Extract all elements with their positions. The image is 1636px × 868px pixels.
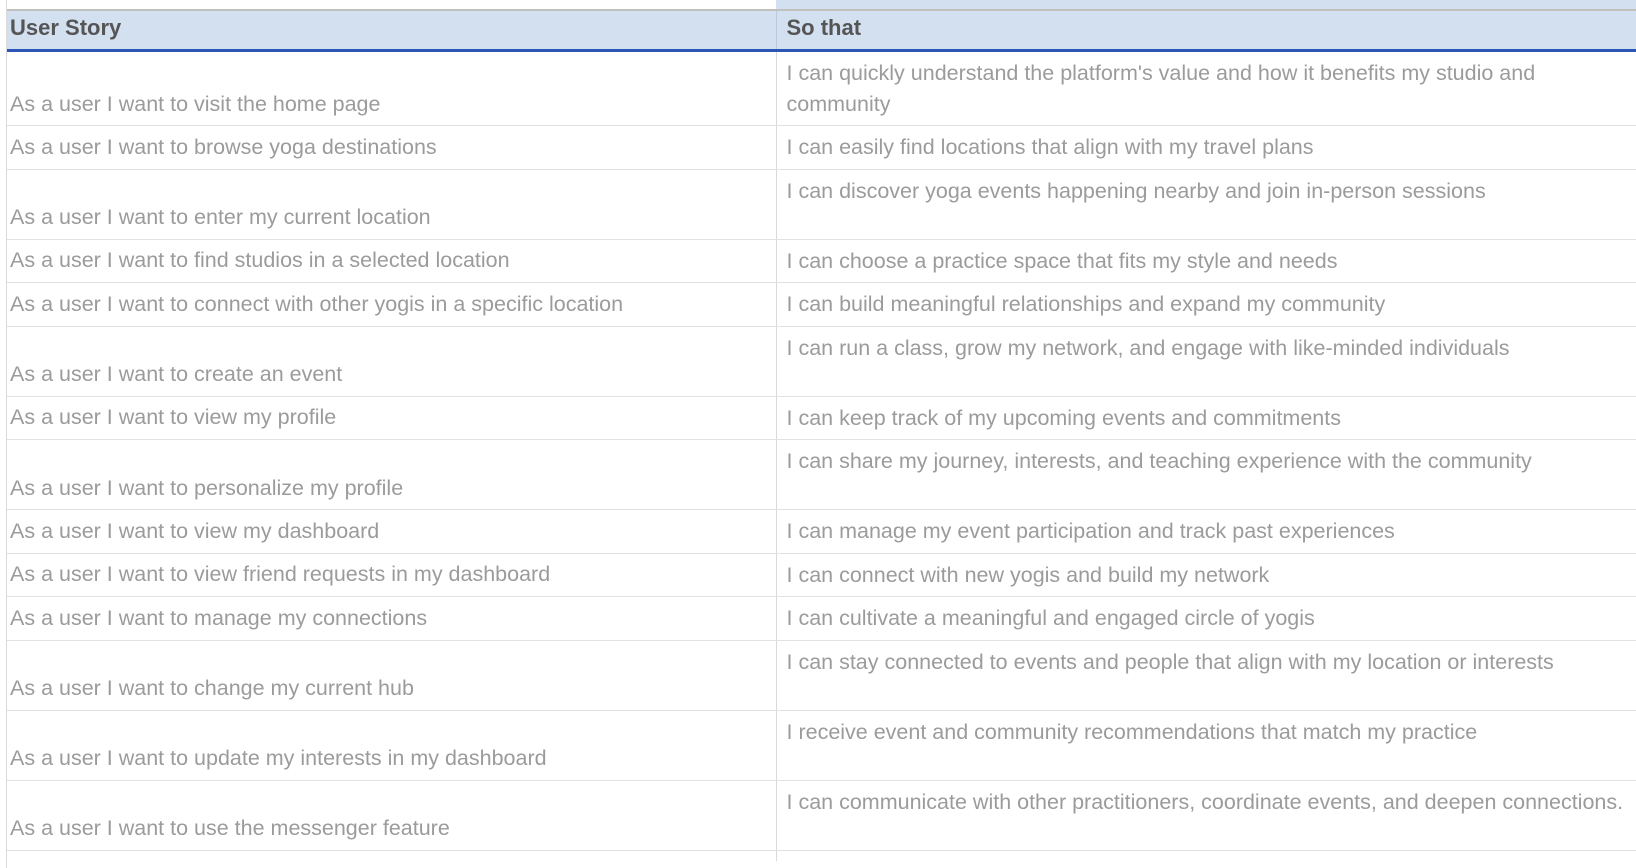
partial-bottom-cell-left xyxy=(0,850,777,861)
column-header-user-story[interactable]: User Story xyxy=(0,10,777,52)
cell-user-story[interactable]: As a user I want to find studios in a se… xyxy=(0,239,777,284)
column-header-so-that[interactable]: So that xyxy=(776,10,1636,52)
table-row[interactable]: As a user I want to update my interests … xyxy=(0,710,1636,781)
table-row[interactable]: As a user I want to view my dashboard I … xyxy=(0,509,1636,554)
cell-user-story[interactable]: As a user I want to create an event xyxy=(0,326,777,397)
cell-so-that[interactable]: I can stay connected to events and peopl… xyxy=(776,640,1636,711)
cell-user-story[interactable]: As a user I want to manage my connection… xyxy=(0,596,777,641)
cell-user-story[interactable]: As a user I want to use the messenger fe… xyxy=(0,780,777,851)
table-row-partial-bottom xyxy=(0,850,1636,861)
cell-so-that[interactable]: I can run a class, grow my network, and … xyxy=(776,326,1636,397)
table-row[interactable]: As a user I want to find studios in a se… xyxy=(0,239,1636,284)
table-row[interactable]: As a user I want to view friend requests… xyxy=(0,553,1636,598)
cell-so-that[interactable]: I receive event and community recommenda… xyxy=(776,710,1636,781)
cell-user-story[interactable]: As a user I want to view my profile xyxy=(0,396,777,441)
cell-user-story[interactable]: As a user I want to view friend requests… xyxy=(0,553,777,598)
cell-so-that[interactable]: I can keep track of my upcoming events a… xyxy=(776,396,1636,441)
cell-user-story[interactable]: As a user I want to enter my current loc… xyxy=(0,169,777,240)
cell-user-story[interactable]: As a user I want to visit the home page xyxy=(0,50,777,127)
cell-so-that[interactable]: I can manage my event participation and … xyxy=(776,509,1636,554)
cell-so-that[interactable]: I can cultivate a meaningful and engaged… xyxy=(776,596,1636,641)
cell-so-that[interactable]: I can easily find locations that align w… xyxy=(776,125,1636,170)
cell-so-that[interactable]: I can build meaningful relationships and… xyxy=(776,282,1636,327)
table-row[interactable]: As a user I want to create an event I ca… xyxy=(0,326,1636,397)
table-row[interactable]: As a user I want to manage my connection… xyxy=(0,596,1636,641)
cell-user-story[interactable]: As a user I want to update my interests … xyxy=(0,710,777,781)
cell-so-that[interactable]: I can choose a practice space that fits … xyxy=(776,239,1636,284)
cell-user-story[interactable]: As a user I want to view my dashboard xyxy=(0,509,777,554)
table-row-partial-top xyxy=(0,0,1636,11)
cell-user-story[interactable]: As a user I want to browse yoga destinat… xyxy=(0,125,777,170)
cell-user-story[interactable]: As a user I want to change my current hu… xyxy=(0,640,777,711)
table-row[interactable]: As a user I want to use the messenger fe… xyxy=(0,780,1636,851)
cell-so-that[interactable]: I can discover yoga events happening nea… xyxy=(776,169,1636,240)
table-row[interactable]: As a user I want to connect with other y… xyxy=(0,282,1636,327)
table-row[interactable]: As a user I want to browse yoga destinat… xyxy=(0,125,1636,170)
cell-user-story[interactable]: As a user I want to personalize my profi… xyxy=(0,439,777,511)
table-row[interactable]: As a user I want to visit the home page … xyxy=(0,50,1636,127)
cell-so-that[interactable]: I can share my journey, interests, and t… xyxy=(776,439,1636,511)
table-header-row: User Story So that xyxy=(0,10,1636,52)
partial-top-cell-right xyxy=(776,0,1636,11)
cell-so-that[interactable]: I can communicate with other practitione… xyxy=(776,780,1636,851)
cell-so-that[interactable]: I can quickly understand the platform's … xyxy=(776,50,1636,127)
partial-bottom-cell-right xyxy=(776,850,1636,861)
table-row[interactable]: As a user I want to view my profile I ca… xyxy=(0,396,1636,441)
cell-so-that[interactable]: I can connect with new yogis and build m… xyxy=(776,553,1636,598)
partial-top-cell-left xyxy=(0,0,776,11)
table-row[interactable]: As a user I want to enter my current loc… xyxy=(0,169,1636,240)
cell-user-story[interactable]: As a user I want to connect with other y… xyxy=(0,282,777,327)
table-row[interactable]: As a user I want to personalize my profi… xyxy=(0,439,1636,511)
table-row[interactable]: As a user I want to change my current hu… xyxy=(0,640,1636,711)
